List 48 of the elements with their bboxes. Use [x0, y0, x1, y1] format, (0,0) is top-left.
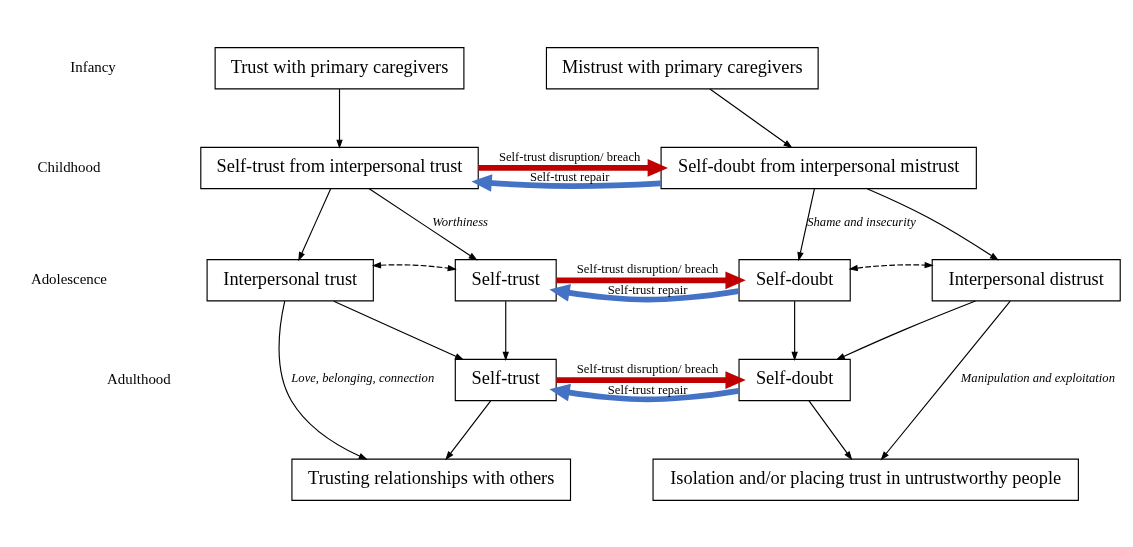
- arrow: [298, 187, 332, 261]
- node-box: Self-trust from interpersonal trust: [200, 146, 479, 189]
- node-box: Self-doubt: [738, 258, 851, 301]
- node-box: Self-doubt from interpersonal mistrust: [660, 146, 977, 189]
- edge-label: Shame and insecurity: [807, 214, 916, 229]
- arrow: [549, 383, 739, 402]
- arrow: [848, 261, 934, 271]
- node-box: Mistrust with primary caregivers: [545, 46, 819, 89]
- edge-label: Self-trust disruption/ breach: [576, 261, 719, 276]
- node-box: Self-trust: [454, 358, 557, 401]
- node-box: Trust with primary caregivers: [214, 46, 465, 89]
- arrow: [709, 88, 793, 148]
- edge-label: Self-trust repair: [607, 382, 688, 397]
- label: Infancy: [70, 58, 116, 75]
- arrow: [866, 187, 999, 261]
- arrow: [835, 299, 977, 360]
- node-box: Self-trust: [454, 258, 557, 301]
- edge-label: Self-trust disruption/ breach: [498, 149, 641, 164]
- node-box: Interpersonal trust: [206, 258, 374, 301]
- arrow: [791, 300, 798, 361]
- node-box: Interpersonal distrust: [931, 258, 1121, 301]
- arrow: [556, 270, 746, 289]
- edge-label: Self-trust repair: [607, 282, 688, 297]
- arrow: [371, 261, 457, 271]
- arrow: [797, 187, 815, 261]
- arrow: [368, 187, 478, 261]
- arrow: [471, 173, 661, 192]
- label: Childhood: [37, 158, 101, 175]
- arrow: [549, 283, 739, 303]
- label: Adulthood: [107, 370, 171, 387]
- arrow: [336, 88, 343, 149]
- node-box: Isolation and/or placing trust in untrustworthy people: [652, 458, 1079, 501]
- arrow: [278, 300, 368, 460]
- edge-label: Manipulation and exploitation: [960, 370, 1115, 385]
- edge-label: Worthiness: [432, 214, 488, 229]
- arrow: [333, 300, 465, 360]
- arrow: [445, 399, 492, 460]
- arrow: [478, 158, 668, 177]
- label: Adolescence: [30, 270, 107, 287]
- arrow: [880, 300, 1011, 460]
- arrow: [556, 370, 746, 389]
- arrow: [808, 399, 853, 460]
- edge-label: Love, belonging, connection: [291, 370, 435, 385]
- node-box: Trusting relationships with others: [291, 458, 572, 501]
- node-box: Self-doubt: [738, 358, 851, 401]
- edge-label: Self-trust disruption/ breach: [576, 361, 719, 376]
- edge-label: Self-trust repair: [529, 169, 610, 184]
- arrow: [502, 300, 509, 361]
